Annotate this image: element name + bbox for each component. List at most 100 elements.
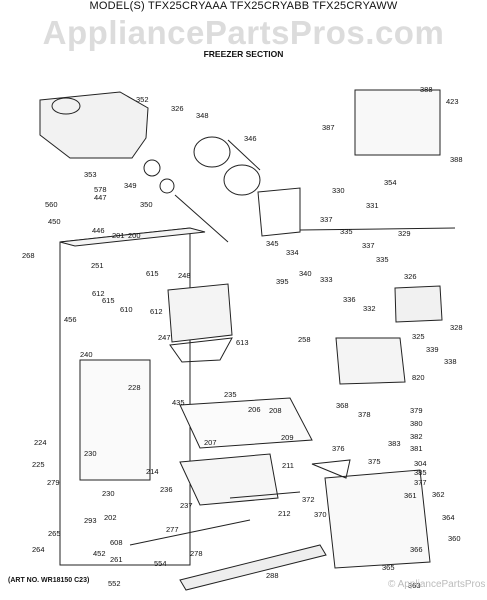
part-label: 265 [48,529,61,538]
cabinet-frame-top [59,227,206,247]
part-label: 360 [448,534,461,543]
basket-211 [179,453,279,506]
part-label: 335 [376,255,389,264]
evaporator [79,359,151,481]
part-label: 446 [92,226,105,235]
part-label: 447 [94,193,107,202]
part-label: 336 [343,295,356,304]
part-label: 608 [110,538,123,547]
part-label: 328 [450,323,463,332]
part-label: 278 [190,549,203,558]
part-label: 350 [140,200,153,209]
part-label: 560 [45,200,58,209]
part-label: 578 [94,185,107,194]
rail-277 [129,519,251,546]
housing-248 [167,283,233,343]
part-label: 334 [286,248,299,257]
part-label: 230 [102,489,115,498]
part-label: 378 [358,410,371,419]
part-label: 224 [34,438,47,447]
part-label: 379 [410,406,423,415]
part-label: 230 [84,449,97,458]
part-label: 277 [166,525,179,534]
part-label: 236 [160,485,173,494]
part-label: 202 [104,513,117,522]
box-370 [324,469,431,569]
part-label: 361 [404,491,417,500]
shelf-235 [179,397,313,449]
part-label: 383 [388,439,401,448]
part-label: 364 [442,513,455,522]
part-label: 354 [384,178,397,187]
icemaker-387 [354,89,441,156]
part-label: 380 [410,419,423,428]
bracket-345 [257,187,301,237]
part-label: 352 [136,95,149,104]
tray-352 [39,91,149,159]
part-label: 423 [446,97,459,106]
part-label: 456 [64,315,77,324]
part-label: 388 [420,85,433,94]
part-label: 363 [408,581,421,590]
part-label: 450 [48,217,61,226]
footer-watermark: © AppliancePartsPros [388,579,486,590]
part-label: 268 [22,251,35,260]
part-label: 326 [404,272,417,281]
part-label: 258 [298,335,311,344]
part-label: 452 [93,549,106,558]
part-label: 610 [120,305,133,314]
part-label: 372 [302,495,315,504]
part-label: 201 [112,231,125,240]
part-label: 235 [224,390,237,399]
part-label: 208 [269,406,282,415]
model-list: MODEL(S) TFX25CRYAAA TFX25CRYABB TFX25CR… [89,0,398,12]
part-label: 264 [32,545,45,554]
part-label: 370 [314,510,327,519]
part-label: 251 [91,261,104,270]
spring-350 [159,178,175,194]
part-label: 228 [128,383,141,392]
part-label: 381 [410,444,423,453]
part-label: 247 [158,333,171,342]
part-label: 395 [276,277,289,286]
part-label: 237 [180,501,193,510]
part-label: 212 [278,509,291,518]
part-label: 248 [178,271,191,280]
part-label: 335 [340,227,353,236]
tray-352-opening [51,97,81,115]
part-label: 337 [320,215,333,224]
cover-372 [311,459,351,479]
part-label: 333 [320,275,333,284]
part-label: 615 [146,269,159,278]
part-label: 388 [450,155,463,164]
part-label: 214 [146,467,159,476]
section-title: FREEZER SECTION [203,49,284,59]
auger-ring [193,136,231,168]
part-label: 552 [108,579,121,588]
part-label: 339 [426,345,439,354]
part-label: 209 [281,433,294,442]
rod [174,194,229,243]
part-label: 377 [414,478,427,487]
part-label: 554 [154,559,167,568]
part-label: 225 [32,460,45,469]
part-label: 325 [412,332,425,341]
part-label: 375 [368,457,381,466]
part-label: 207 [204,438,217,447]
part-label: 612 [92,289,105,298]
part-label: 304 [414,459,427,468]
part-label: 376 [332,444,345,453]
part-label: 385 [414,468,427,477]
auger-ring [223,164,261,196]
part-label: 206 [248,405,261,414]
part-label: 353 [84,170,97,179]
watermark: AppliancePartsPros.com [42,14,445,51]
part-label: 211 [282,461,294,470]
part-label: 435 [172,398,185,407]
part-label: 345 [266,239,279,248]
grille-288 [179,544,327,591]
part-label: 382 [410,432,423,441]
part-label: 349 [124,181,137,190]
rail-212 [229,491,301,499]
